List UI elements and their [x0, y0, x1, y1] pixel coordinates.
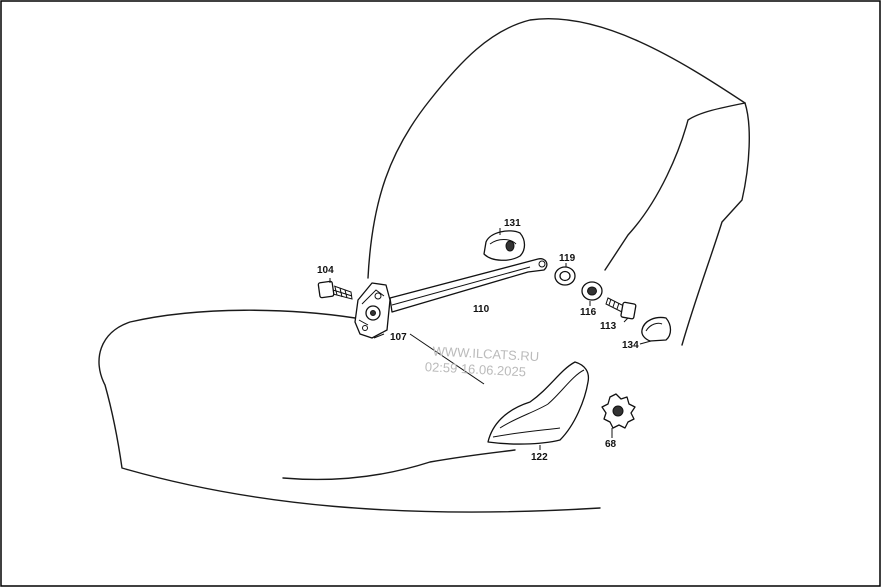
label-68: 68	[605, 439, 617, 450]
trim-cover-122	[487, 361, 590, 445]
label-131: 131	[504, 218, 521, 229]
label-113: 113	[600, 321, 617, 332]
clip-131	[483, 230, 526, 261]
label-122: 122	[531, 452, 548, 463]
label-104: 104	[317, 265, 334, 276]
watermark-timestamp: 02:59 16.06.2025	[424, 359, 526, 379]
part-labels: 104 107 110 131 119 116 113 134 122 68	[317, 218, 639, 463]
watermark-site: WWW.ILCATS.RU	[432, 344, 539, 365]
bracket-107	[354, 282, 391, 339]
label-110: 110	[473, 304, 490, 315]
knob-68	[601, 393, 636, 429]
strap-110	[389, 258, 548, 313]
seat-backrest	[367, 18, 750, 346]
leader-lines	[329, 228, 652, 450]
cap-134	[641, 316, 672, 342]
label-107: 107	[390, 332, 407, 343]
label-134: 134	[622, 340, 639, 351]
seat-cushion	[98, 309, 601, 513]
label-116: 116	[580, 307, 597, 318]
bolt-113	[605, 297, 637, 320]
bolt-104	[317, 280, 353, 300]
washer-119	[554, 266, 576, 286]
washer-116	[581, 281, 603, 301]
watermark: WWW.ILCATS.RU 02:59 16.06.2025	[424, 344, 539, 380]
label-119: 119	[559, 253, 576, 264]
